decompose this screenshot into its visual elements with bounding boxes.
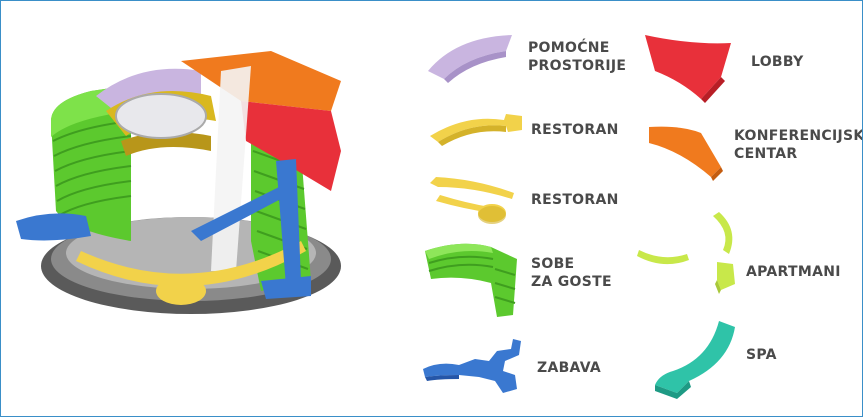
blue-left-piece <box>16 213 91 240</box>
legend-label-konferencijski: KONFERENCIJSKI CENTAR <box>734 127 863 163</box>
lobby-piece <box>641 29 736 104</box>
spa-piece <box>649 319 739 404</box>
apartmani-piece <box>633 206 753 296</box>
building-cutaway-illustration <box>11 41 391 331</box>
pomocne-prostorije-piece <box>426 29 516 84</box>
sobe-za-goste-piece <box>421 239 521 319</box>
legend-label-apartmani: APARTMANI <box>746 263 841 281</box>
legend-label-sobe: SOBE ZA GOSTE <box>531 255 612 291</box>
restoran-piece-2 <box>426 173 521 228</box>
legend-label-spa: SPA <box>746 346 777 364</box>
legend-label-zabava: ZABAVA <box>537 359 601 377</box>
konferencijski-centar-piece <box>641 121 726 181</box>
legend-label-lobby: LOBBY <box>751 53 804 71</box>
legend-label-restoran-2: RESTORAN <box>531 191 619 209</box>
legend-label-restoran-1: RESTORAN <box>531 121 619 139</box>
restoran-piece-1 <box>426 106 526 151</box>
zabava-piece <box>419 331 534 396</box>
legend-label-pomocne: POMOĆNE PROSTORIJE <box>528 39 626 75</box>
